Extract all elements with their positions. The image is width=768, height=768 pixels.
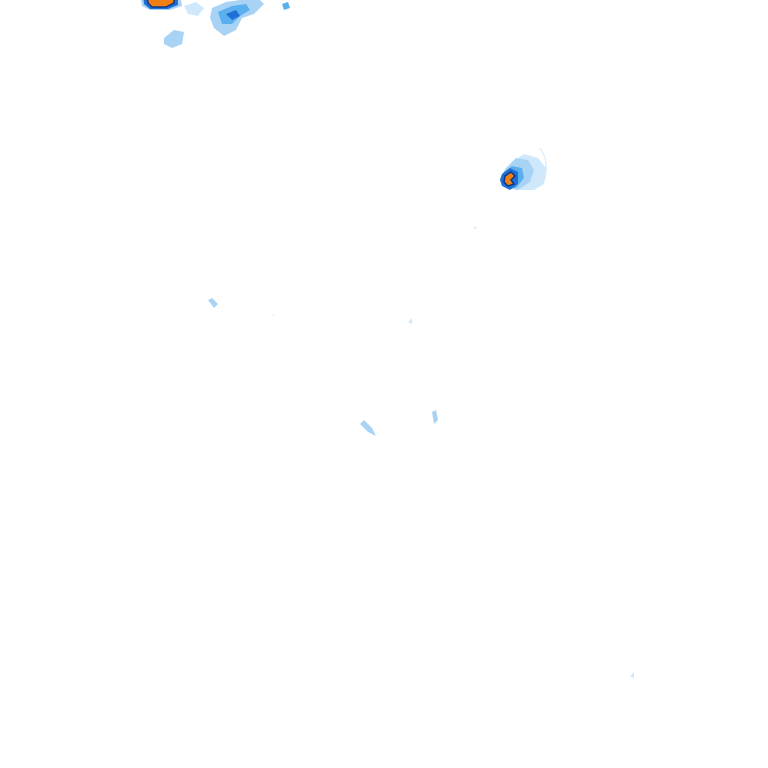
precip-cell-top-center [164,0,290,48]
precip-speck [432,410,438,424]
precip-moderate-area [282,2,290,10]
precip-speck [408,318,412,324]
precip-scattered-echoes [208,226,634,678]
precip-speck [272,314,274,316]
precip-heavy-area [226,10,240,20]
precip-very-light-area [184,2,204,16]
precip-light-area [164,30,184,48]
precip-speck [474,226,477,229]
precip-speck [360,420,376,436]
precip-very-heavy-area [503,171,517,187]
precip-light-arc [539,147,547,183]
precip-speck [630,672,634,678]
precip-cell-top-left [141,0,182,10]
precip-speck [208,298,218,308]
precip-very-heavy-area [146,0,175,8]
precip-cell-center-right [500,147,547,190]
